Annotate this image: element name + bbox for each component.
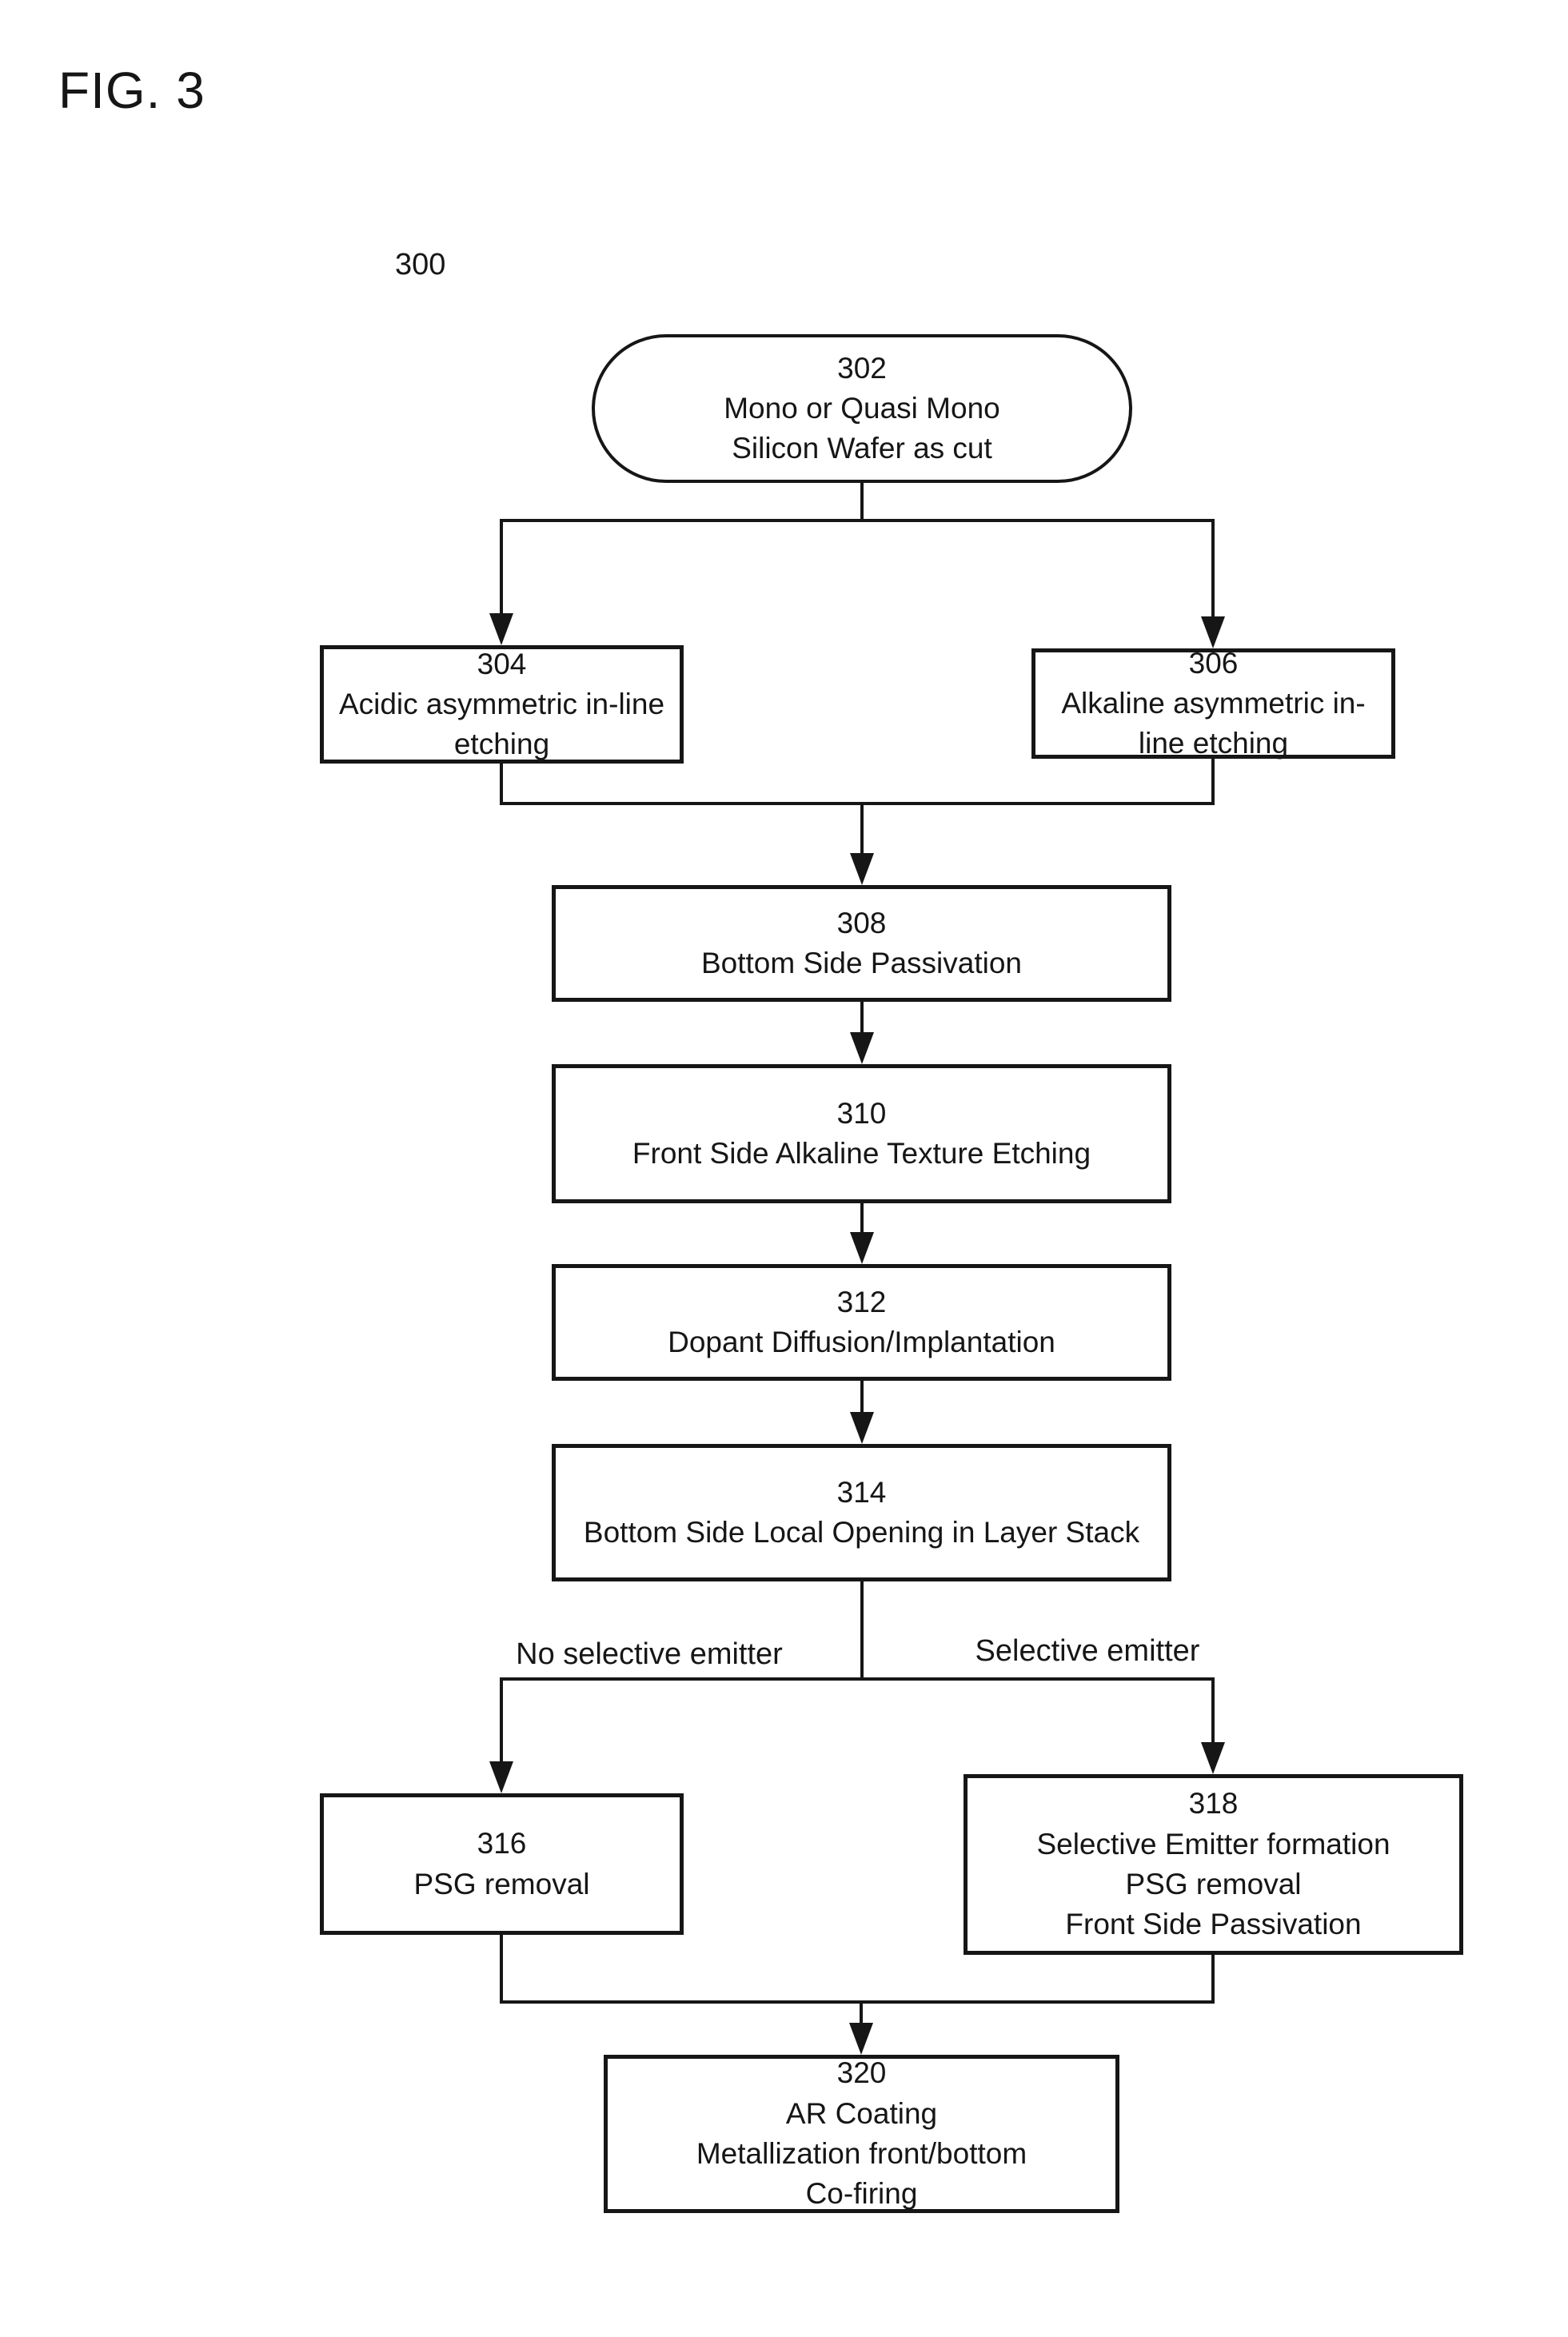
connector-302-stem xyxy=(860,483,864,520)
flow-node-318: 318 Selective Emitter formation PSG remo… xyxy=(964,1774,1463,1955)
node-ref: 320 xyxy=(836,2056,887,2090)
node-line: Silicon Wafer as cut xyxy=(732,432,992,465)
figure-title: FIG. 3 xyxy=(58,62,205,119)
node-ref: 316 xyxy=(477,1827,527,1860)
connector-to-310 xyxy=(860,1002,864,1032)
node-line: Bottom Side Local Opening in Layer Stack xyxy=(583,1516,1140,1549)
arrowhead-316 xyxy=(489,1761,513,1793)
node-line: Dopant Diffusion/Implantation xyxy=(668,1326,1055,1358)
connector-306-down xyxy=(1211,759,1215,805)
connector-318-down xyxy=(1211,1955,1215,2004)
connector-to-306 xyxy=(1211,519,1215,616)
flow-node-302: 302 Mono or Quasi Mono Silicon Wafer as … xyxy=(592,334,1132,483)
connector-316-down xyxy=(500,1935,503,2004)
connector-to-304 xyxy=(500,519,503,613)
node-line: PSG removal xyxy=(413,1867,590,1900)
arrowhead-304 xyxy=(489,613,513,645)
node-ref: 306 xyxy=(1188,646,1239,680)
node-line: PSG removal xyxy=(1125,1868,1302,1900)
connector-302-branch xyxy=(500,519,1215,522)
connector-to-308 xyxy=(860,802,864,853)
node-line: Bottom Side Passivation xyxy=(700,947,1023,979)
connector-314-stem xyxy=(860,1581,864,1681)
arrowhead-312 xyxy=(850,1232,874,1264)
connector-314-branch xyxy=(500,1677,1215,1681)
flow-node-316: 316 PSG removal xyxy=(320,1793,684,1935)
node-line: Mono or Quasi Mono xyxy=(724,391,1000,425)
node-line: Front Side Alkaline Texture Etching xyxy=(632,1137,1091,1170)
node-line: Metallization front/bottom xyxy=(696,2137,1027,2170)
node-ref: 308 xyxy=(836,906,887,939)
flow-node-310: 310 Front Side Alkaline Texture Etching xyxy=(552,1064,1171,1203)
connector-to-312 xyxy=(860,1203,864,1232)
diagram-reference-number: 300 xyxy=(395,248,446,281)
arrowhead-308 xyxy=(850,853,874,885)
flow-node-312: 312 Dopant Diffusion/Implantation xyxy=(552,1264,1171,1381)
flow-node-314: 314 Bottom Side Local Opening in Layer S… xyxy=(552,1444,1171,1581)
node-line: Selective Emitter formation xyxy=(1036,1827,1390,1860)
node-ref: 318 xyxy=(1188,1787,1239,1821)
arrowhead-318 xyxy=(1201,1742,1225,1774)
connector-to-318 xyxy=(1211,1677,1215,1742)
node-ref: 314 xyxy=(836,1475,887,1509)
flow-node-306: 306 Alkaline asymmetric in- line etching xyxy=(1031,647,1395,760)
arrowhead-314 xyxy=(850,1412,874,1444)
node-line: etching xyxy=(453,728,550,761)
connector-merge-320 xyxy=(500,2000,1215,2004)
flow-node-308: 308 Bottom Side Passivation xyxy=(552,885,1171,1002)
branch-label-selective-emitter: Selective emitter xyxy=(975,1634,1200,1668)
arrowhead-320 xyxy=(849,2023,873,2055)
node-line: Front Side Passivation xyxy=(1065,1908,1362,1941)
flow-node-304: 304 Acidic asymmetric in-line etching xyxy=(320,645,684,764)
node-ref: 304 xyxy=(477,647,527,680)
node-line: Co-firing xyxy=(805,2177,918,2211)
node-line: line etching xyxy=(1138,727,1289,760)
connector-to-316 xyxy=(500,1677,503,1761)
connector-merge-308 xyxy=(500,802,1215,805)
arrowhead-306 xyxy=(1201,616,1225,648)
branch-label-no-selective-emitter: No selective emitter xyxy=(516,1637,783,1671)
node-ref: 312 xyxy=(836,1285,887,1318)
connector-to-320 xyxy=(860,2000,863,2023)
connector-304-down xyxy=(500,764,503,805)
connector-to-314 xyxy=(860,1381,864,1412)
node-ref: 302 xyxy=(837,351,887,385)
node-line: AR Coating xyxy=(785,2096,938,2130)
node-line: Alkaline asymmetric in- xyxy=(1061,686,1366,720)
node-line: Acidic asymmetric in-line xyxy=(338,687,665,720)
arrowhead-310 xyxy=(850,1032,874,1064)
node-ref: 310 xyxy=(836,1096,887,1130)
flow-node-320: 320 AR Coating Metallization front/botto… xyxy=(604,2055,1119,2213)
